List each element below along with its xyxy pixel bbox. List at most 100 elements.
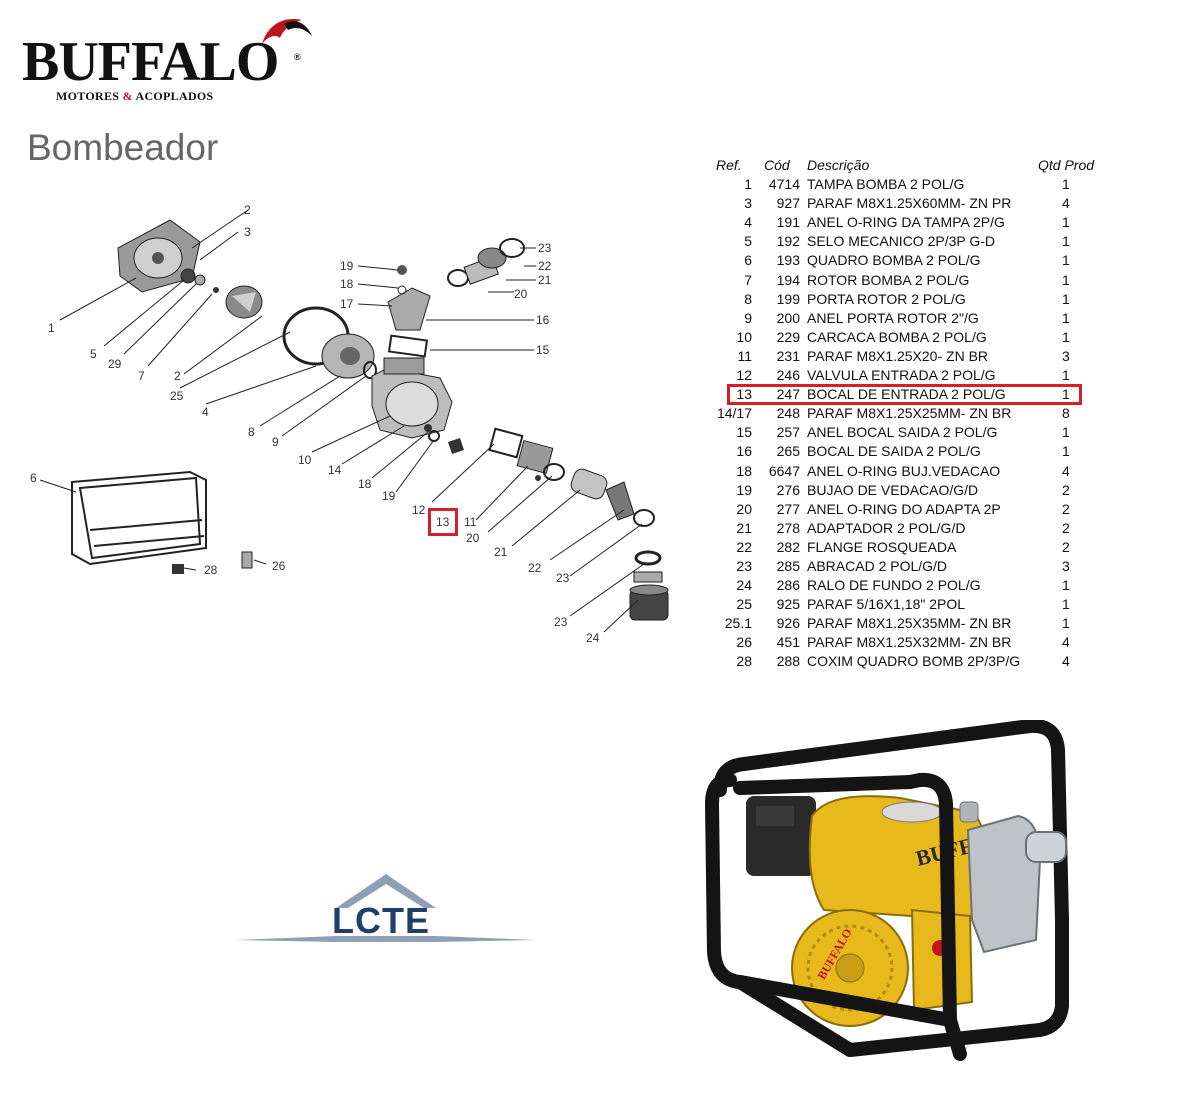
cell-cod: 231 — [776, 347, 800, 364]
cell-cod: 277 — [776, 500, 800, 517]
cell-qty: 1 — [1062, 309, 1070, 326]
label-23: 23 — [538, 241, 552, 255]
cell-desc: QUADRO BOMBA 2 POL/G — [807, 252, 981, 269]
rotor-part — [225, 285, 263, 319]
cell-ref: 13 — [736, 386, 752, 403]
cell-ref: 12 — [736, 367, 752, 384]
cell-ref: 4 — [744, 214, 752, 231]
header-qty: Qtd Prod — [1038, 157, 1095, 173]
cell-ref: 21 — [736, 519, 752, 536]
cell-qty: 4 — [1062, 195, 1070, 212]
cell-ref: 5 — [744, 233, 752, 250]
exploded-parts-diagram: 1 2 3 5 29 7 2 25 4 19 18 17 23 22 21 20… — [30, 203, 669, 645]
cell-cod: 193 — [776, 252, 800, 269]
cell-desc: PARAF M8X1.25X32MM- ZN BR — [807, 634, 1012, 651]
cell-ref: 7 — [744, 271, 752, 288]
cell-qty: 1 — [1062, 233, 1070, 250]
lcte-logo: LCTE — [236, 870, 536, 950]
cell-qty: 3 — [1062, 557, 1070, 574]
cell-desc: ABRACAD 2 POL/G/D — [807, 557, 948, 574]
cell-cod: 247 — [776, 386, 800, 403]
cell-ref: 3 — [744, 195, 752, 212]
cell-desc: BUJAO DE VEDACAO/G/D — [807, 481, 979, 498]
cell-desc: FLANGE ROSQUEADA — [807, 538, 957, 555]
cell-desc: VALVULA ENTRADA 2 POL/G — [807, 367, 996, 384]
cell-desc: ADAPTADOR 2 POL/G/D — [807, 519, 966, 536]
cell-desc: ANEL O-RING BUJ.VEDACAO — [807, 462, 1001, 479]
table-row: 20 277 ANEL O-RING DO ADAPTA 2P 2 — [704, 500, 1104, 519]
cell-cod: 286 — [776, 577, 800, 594]
cell-cod: 285 — [776, 557, 800, 574]
cell-cod: 199 — [776, 290, 800, 307]
cell-ref: 25 — [736, 596, 752, 613]
label-11: 11 — [464, 515, 477, 529]
page-title: Bombeador — [27, 127, 219, 168]
label-23c: 23 — [554, 615, 568, 629]
cell-desc: SELO MECANICO 2P/3P G-D — [807, 233, 996, 250]
cell-desc: ANEL PORTA ROTOR 2"/G — [807, 309, 979, 326]
cell-cod: 257 — [776, 424, 800, 441]
cell-qty: 1 — [1062, 424, 1070, 441]
cell-qty: 3 — [1062, 347, 1070, 364]
label-15: 15 — [536, 343, 550, 357]
label-25: 25 — [170, 389, 184, 403]
label-2: 2 — [244, 203, 251, 217]
cell-ref: 23 — [736, 557, 752, 574]
lcte-roof-icon — [236, 874, 536, 942]
cell-ref: 28 — [736, 653, 752, 670]
label-18: 18 — [340, 277, 354, 291]
label-13: 13 — [436, 515, 450, 529]
cell-desc: PORTA ROTOR 2 POL/G — [807, 290, 966, 307]
tagline-left: MOTORES — [56, 89, 120, 103]
label-22b: 22 — [528, 561, 542, 575]
label-1: 1 — [48, 321, 55, 335]
cell-qty: 1 — [1062, 328, 1070, 345]
cell-desc: CARCACA BOMBA 2 POL/G — [807, 328, 987, 345]
cell-desc: BOCAL DE SAIDA 2 POL/G — [807, 443, 981, 460]
label-19b: 19 — [382, 489, 396, 503]
cell-ref: 1 — [744, 176, 752, 193]
cell-qty: 2 — [1062, 500, 1070, 517]
rotor-holder-part — [321, 333, 375, 379]
label-24: 24 — [586, 631, 600, 645]
cell-ref: 18 — [736, 462, 752, 479]
label-12: 12 — [412, 503, 426, 517]
label-14: 14 — [328, 463, 342, 477]
label-28: 28 — [204, 563, 218, 577]
frame-part — [71, 470, 207, 566]
cell-desc: COXIM QUADRO BOMB 2P/3P/G — [807, 653, 1021, 670]
cell-desc: ANEL BOCAL SAIDA 2 POL/G — [807, 424, 998, 441]
cell-cod: 194 — [776, 271, 800, 288]
label-3: 3 — [244, 225, 251, 239]
cell-cod: 200 — [776, 309, 800, 326]
cell-ref: 20 — [736, 500, 752, 517]
pump-cover-part — [117, 219, 201, 293]
cell-cod: 248 — [776, 405, 800, 422]
cell-ref: 9 — [744, 309, 752, 326]
cell-cod: 6647 — [768, 462, 800, 479]
cell-qty: 1 — [1062, 367, 1070, 384]
cell-ref: 14/17 — [716, 405, 752, 422]
strainer-part — [629, 584, 669, 621]
cell-qty: 4 — [1062, 653, 1070, 670]
cell-desc: ANEL O-RING DO ADAPTA 2P — [807, 500, 1001, 517]
label-29: 29 — [108, 357, 122, 371]
label-9: 9 — [272, 435, 279, 449]
cell-desc: BOCAL DE ENTRADA 2 POL/G — [807, 386, 1006, 403]
cell-ref: 26 — [736, 634, 752, 651]
cell-cod: 926 — [776, 615, 800, 632]
cell-qty: 1 — [1062, 596, 1070, 613]
cell-qty: 2 — [1062, 481, 1070, 498]
tagline-right: ACOPLADOS — [135, 89, 214, 103]
brand-tagline: MOTORES & ACOPLADOS — [56, 89, 214, 104]
